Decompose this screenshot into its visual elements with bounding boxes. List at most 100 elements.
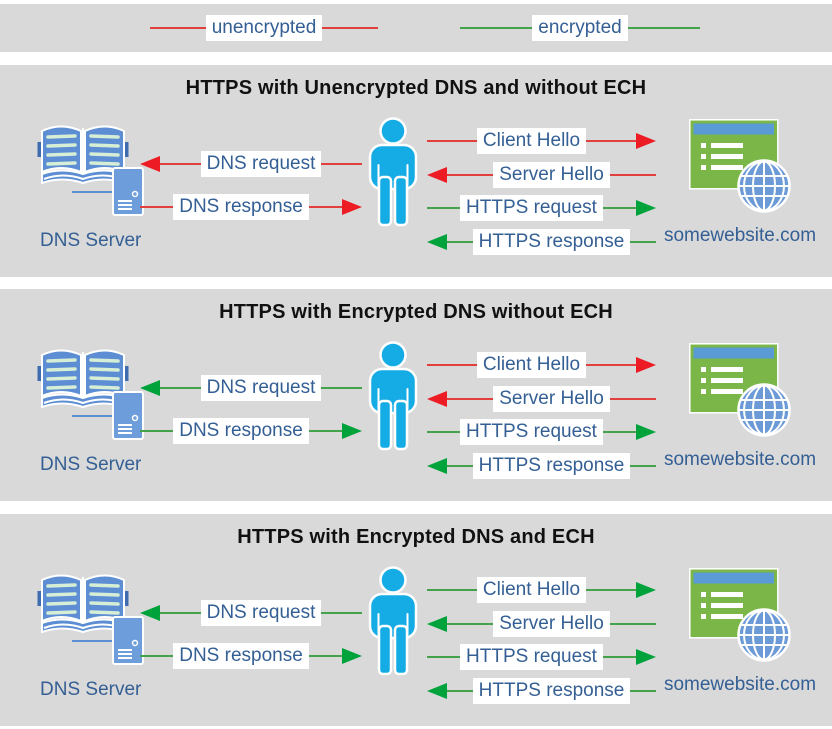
arrowhead-left-icon <box>427 391 447 407</box>
message-label: DNS response <box>173 418 309 444</box>
message-label: Server Hello <box>493 162 610 188</box>
arrow-line <box>427 656 461 658</box>
arrow-line <box>602 431 636 433</box>
message-label: Server Hello <box>493 611 610 637</box>
https-request-arrow: HTTPS request <box>427 644 656 670</box>
arrow-line <box>140 655 174 657</box>
arrow-line <box>447 465 473 467</box>
message-label: HTTPS request <box>460 195 603 221</box>
arrow-line <box>586 364 636 366</box>
message-label: HTTPS response <box>472 678 631 704</box>
arrow-line <box>427 589 477 591</box>
arrow-line <box>586 589 636 591</box>
arrow-line <box>447 241 473 243</box>
arrow-line <box>308 430 342 432</box>
arrow-line <box>427 207 461 209</box>
arrow-line <box>602 207 636 209</box>
legend-bar: unencrypted encrypted <box>0 4 832 52</box>
arrow-line <box>321 387 362 389</box>
message-label: Server Hello <box>493 386 610 412</box>
client-hello-arrow: Client Hello <box>427 352 656 378</box>
message-label: DNS request <box>200 375 322 401</box>
panel-title: HTTPS with Encrypted DNS without ECH <box>219 301 613 323</box>
legend-line <box>150 27 206 29</box>
arrow-line <box>140 206 174 208</box>
arrow-line <box>427 140 477 142</box>
arrowhead-right-icon <box>636 200 656 216</box>
client-hello-arrow: Client Hello <box>427 577 656 603</box>
arrow-line <box>630 465 657 467</box>
arrow-line <box>447 174 494 176</box>
arrowhead-right-icon <box>636 582 656 598</box>
message-label: HTTPS request <box>460 644 603 670</box>
arrowhead-left-icon <box>140 156 160 172</box>
arrowhead-left-icon <box>427 234 447 250</box>
dns-response-arrow: DNS response <box>140 643 362 669</box>
arrowhead-right-icon <box>342 648 362 664</box>
dns-server-label: DNS Server <box>40 454 142 475</box>
client-hello-arrow: Client Hello <box>427 128 656 154</box>
arrow-line <box>447 690 473 692</box>
https-request-arrow: HTTPS request <box>427 419 656 445</box>
arrowhead-left-icon <box>427 458 447 474</box>
message-label: DNS response <box>173 643 309 669</box>
server-hello-arrow: Server Hello <box>427 162 657 188</box>
legend-line <box>322 27 379 29</box>
message-label: Client Hello <box>476 128 587 154</box>
message-label: HTTPS response <box>472 229 631 255</box>
https-response-arrow: HTTPS response <box>427 229 657 255</box>
website-label: somewebsite.com <box>663 449 817 470</box>
dns-server-icon <box>36 346 146 441</box>
message-label: Client Hello <box>476 352 587 378</box>
legend-line <box>627 27 701 29</box>
arrow-line <box>160 163 201 165</box>
arrow-line <box>140 430 174 432</box>
arrow-line <box>586 140 636 142</box>
legend-line <box>460 27 533 29</box>
website-icon <box>689 568 794 663</box>
dns-response-arrow: DNS response <box>140 194 362 220</box>
dns-request-arrow: DNS request <box>140 600 362 626</box>
https-response-arrow: HTTPS response <box>427 453 657 479</box>
website-label: somewebsite.com <box>663 674 817 695</box>
arrowhead-right-icon <box>636 649 656 665</box>
arrowhead-left-icon <box>427 167 447 183</box>
person-icon <box>361 117 425 227</box>
website-icon <box>689 119 794 214</box>
message-label: HTTPS request <box>460 419 603 445</box>
dns-request-arrow: DNS request <box>140 375 362 401</box>
message-label: DNS request <box>200 151 322 177</box>
dns-server-label: DNS Server <box>40 679 142 700</box>
message-label: DNS response <box>173 194 309 220</box>
dns-server-icon <box>36 122 146 217</box>
website-label: somewebsite.com <box>663 225 817 246</box>
server-hello-arrow: Server Hello <box>427 386 657 412</box>
legend-label: unencrypted <box>205 15 323 41</box>
arrow-line <box>427 431 461 433</box>
dns-server-icon <box>36 571 146 666</box>
arrowhead-right-icon <box>342 423 362 439</box>
dns-server-label: DNS Server <box>40 230 142 251</box>
arrow-line <box>609 398 657 400</box>
arrow-line <box>630 690 657 692</box>
legend-item-encrypted: encrypted <box>460 15 701 41</box>
arrow-line <box>609 174 657 176</box>
legend-label: encrypted <box>532 15 628 41</box>
arrow-line <box>609 623 657 625</box>
panel-title: HTTPS with Unencrypted DNS and without E… <box>185 77 647 99</box>
arrow-line <box>602 656 636 658</box>
arrowhead-left-icon <box>427 683 447 699</box>
panel-encrypted-dns-with-ech: HTTPS with Encrypted DNS and ECH DNS Ser… <box>0 514 832 726</box>
server-hello-arrow: Server Hello <box>427 611 657 637</box>
arrowhead-right-icon <box>636 133 656 149</box>
dns-request-arrow: DNS request <box>140 151 362 177</box>
arrow-line <box>630 241 657 243</box>
person-icon <box>361 341 425 451</box>
panel-title: HTTPS with Encrypted DNS and ECH <box>237 526 595 548</box>
message-label: DNS request <box>200 600 322 626</box>
arrowhead-right-icon <box>636 424 656 440</box>
panel-encrypted-dns-no-ech: HTTPS with Encrypted DNS without ECH DNS… <box>0 289 832 501</box>
website-icon <box>689 343 794 438</box>
https-response-arrow: HTTPS response <box>427 678 657 704</box>
arrowhead-left-icon <box>140 605 160 621</box>
